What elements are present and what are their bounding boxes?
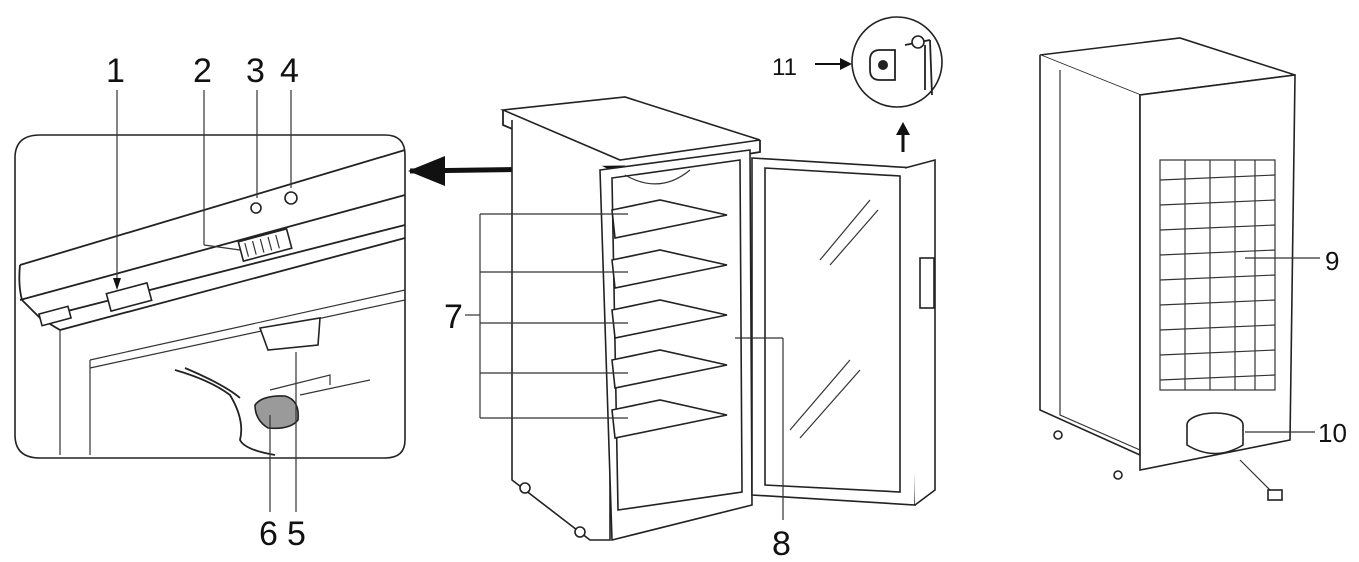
label-2: 2 [193,52,212,90]
label-5: 5 [287,515,306,553]
label-9: 9 [1325,246,1339,276]
label-8: 8 [772,525,791,562]
callout-lines [113,58,1320,520]
front-view-fridge [499,96,936,542]
inset-frame [14,134,406,459]
indicator-light [250,202,262,214]
lock-circle [851,16,943,108]
panel-front [19,194,406,301]
condenser-coil [1159,159,1276,391]
lock-inset [851,16,943,152]
thermostat-knob [284,191,298,205]
temperature-sensor [254,395,300,430]
back-view-fridge [1039,37,1296,501]
label-10: 10 [1318,418,1347,448]
callout-labels: 1 2 3 4 6 5 7 8 11 9 10 [106,52,1347,562]
light-cover [258,317,321,351]
label-3: 3 [246,52,265,90]
label-6: 6 [259,515,278,553]
label-11: 11 [772,54,797,81]
label-1: 1 [106,52,125,90]
panel-top [19,149,406,266]
power-switch [105,281,153,313]
control-vent [237,227,293,263]
label-7: 7 [444,298,463,336]
glass-door [751,157,936,506]
compressor [1186,412,1283,501]
label-4: 4 [280,52,299,90]
wire-shelves [611,199,728,439]
lock-icon [869,49,896,81]
detail-inset [14,134,406,459]
